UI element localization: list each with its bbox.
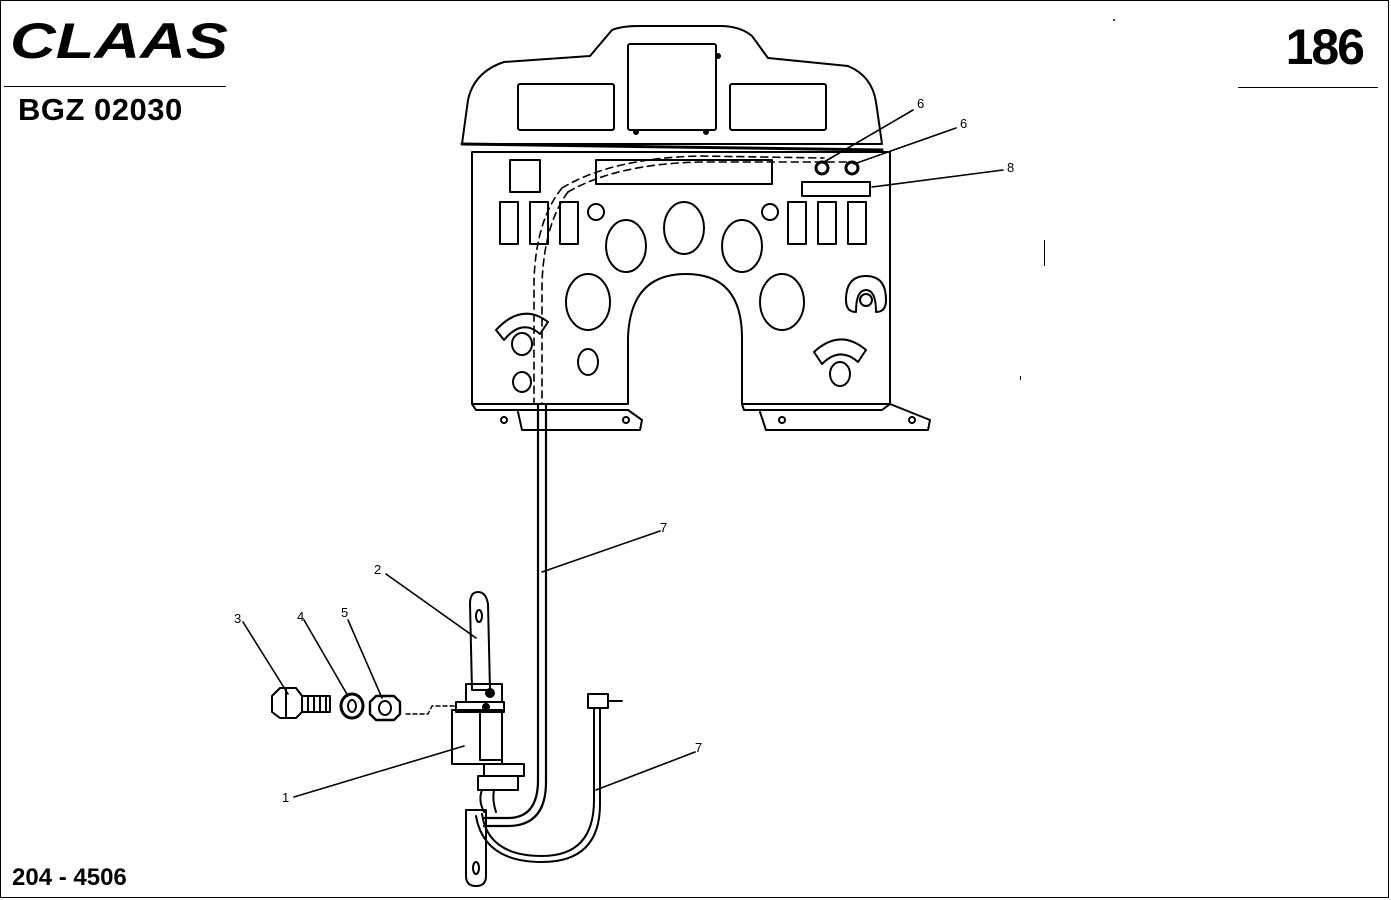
- callout-5: 5: [341, 605, 348, 620]
- claas-logo: CLAAS: [10, 14, 228, 66]
- instrument-panel-hood: [460, 25, 884, 152]
- scan-specks: [1020, 19, 1115, 380]
- callout-4: 4: [297, 609, 304, 624]
- wiring-harness-main: [482, 402, 548, 828]
- callout-6b: 6: [960, 116, 967, 131]
- bracket: [465, 591, 491, 887]
- callout-7a: 7: [660, 520, 667, 535]
- brand-text: CLAAS: [10, 14, 228, 66]
- indicator-lamps: [814, 160, 860, 176]
- page-number-underline: [1238, 87, 1378, 88]
- switch-sender: [451, 683, 525, 813]
- wiring-harness-secondary: [475, 693, 623, 863]
- page-number: 186: [1285, 19, 1365, 75]
- callout-1: 1: [282, 790, 289, 805]
- doc-code: BGZ 02030: [18, 92, 183, 127]
- brand-underline: [4, 86, 226, 87]
- washer: [339, 692, 365, 720]
- hidden-wiring: [533, 155, 853, 405]
- footer-code: 204 - 4506: [12, 864, 127, 891]
- instrument-panel-plate: [471, 151, 931, 431]
- leader-lines: [242, 109, 1004, 798]
- callout-2: 2: [374, 562, 381, 577]
- nut: [368, 694, 402, 722]
- callout-7b: 7: [695, 740, 702, 755]
- callout-3: 3: [234, 611, 241, 626]
- bolt: [271, 687, 331, 719]
- callout-6a: 6: [917, 96, 924, 111]
- callout-8: 8: [1007, 160, 1014, 175]
